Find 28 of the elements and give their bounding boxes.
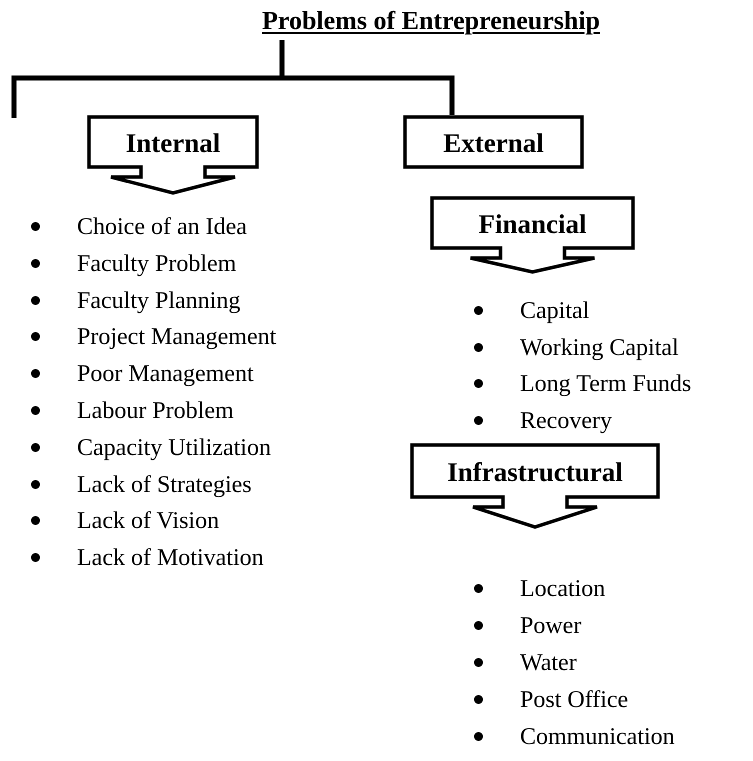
category-label: External xyxy=(442,130,545,156)
list-item: Lack of Strategies xyxy=(77,472,252,497)
list-item: Location xyxy=(520,577,606,601)
list-item: Long Term Funds xyxy=(520,372,692,396)
list-item: Faculty Planning xyxy=(77,288,240,313)
list-item: Lack of Motivation xyxy=(77,546,264,570)
list-item: Capital xyxy=(520,299,590,323)
down-arrow-callout xyxy=(87,115,259,195)
category-label: Financial xyxy=(477,210,588,238)
list-item: Recovery xyxy=(520,409,612,434)
list-item: Working Capital xyxy=(520,336,679,360)
list-item: Poor Management xyxy=(77,362,254,386)
list-item: Choice of an Idea xyxy=(77,215,247,239)
category-label: Internal xyxy=(124,130,222,156)
list-item: Lack of Vision xyxy=(77,509,220,534)
list-item: Faculty Problem xyxy=(77,252,236,276)
diagram-title: Problems of Entrepreneurship xyxy=(262,6,682,40)
list-item: Post Office xyxy=(520,688,628,712)
list-item: Water xyxy=(520,651,577,675)
down-arrow-callout xyxy=(410,443,660,529)
list-item: Capacity Utilization xyxy=(77,436,271,460)
list-item: Communication xyxy=(520,725,675,749)
list-item: Labour Problem xyxy=(77,399,234,423)
down-arrow-callout xyxy=(430,196,635,274)
list-item: Power xyxy=(520,614,582,638)
category-label: Infrastructural xyxy=(446,458,624,486)
category-box xyxy=(403,115,584,168)
list-item: Project Management xyxy=(77,325,276,350)
